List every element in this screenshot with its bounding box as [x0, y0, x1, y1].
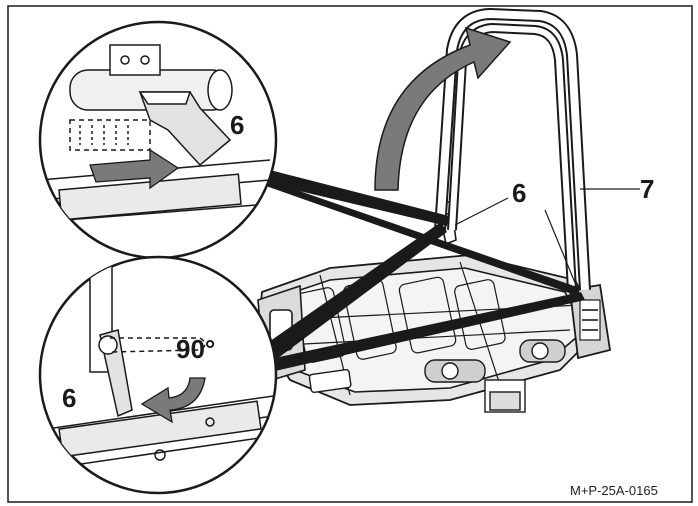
reference-code: M+P-25A-0165: [570, 483, 658, 498]
bottom-inset: 90° 6: [38, 255, 278, 495]
callout-angle: 90°: [176, 334, 215, 364]
figure-border: [7, 5, 693, 503]
callout-main-arm: 7: [640, 174, 654, 204]
callout-top-inset: 6: [230, 110, 244, 140]
fold-up-arrow: [374, 26, 512, 191]
top-lever-handle: [138, 91, 232, 167]
top-inset: 6: [38, 20, 278, 260]
leader-mount: [544, 209, 579, 291]
rollers: [308, 339, 566, 413]
callout-bottom-inset: 6: [62, 383, 76, 413]
leader-main-lever: [454, 197, 509, 226]
callout-main-lever: 6: [512, 178, 526, 208]
inset-leaders: [250, 168, 585, 374]
